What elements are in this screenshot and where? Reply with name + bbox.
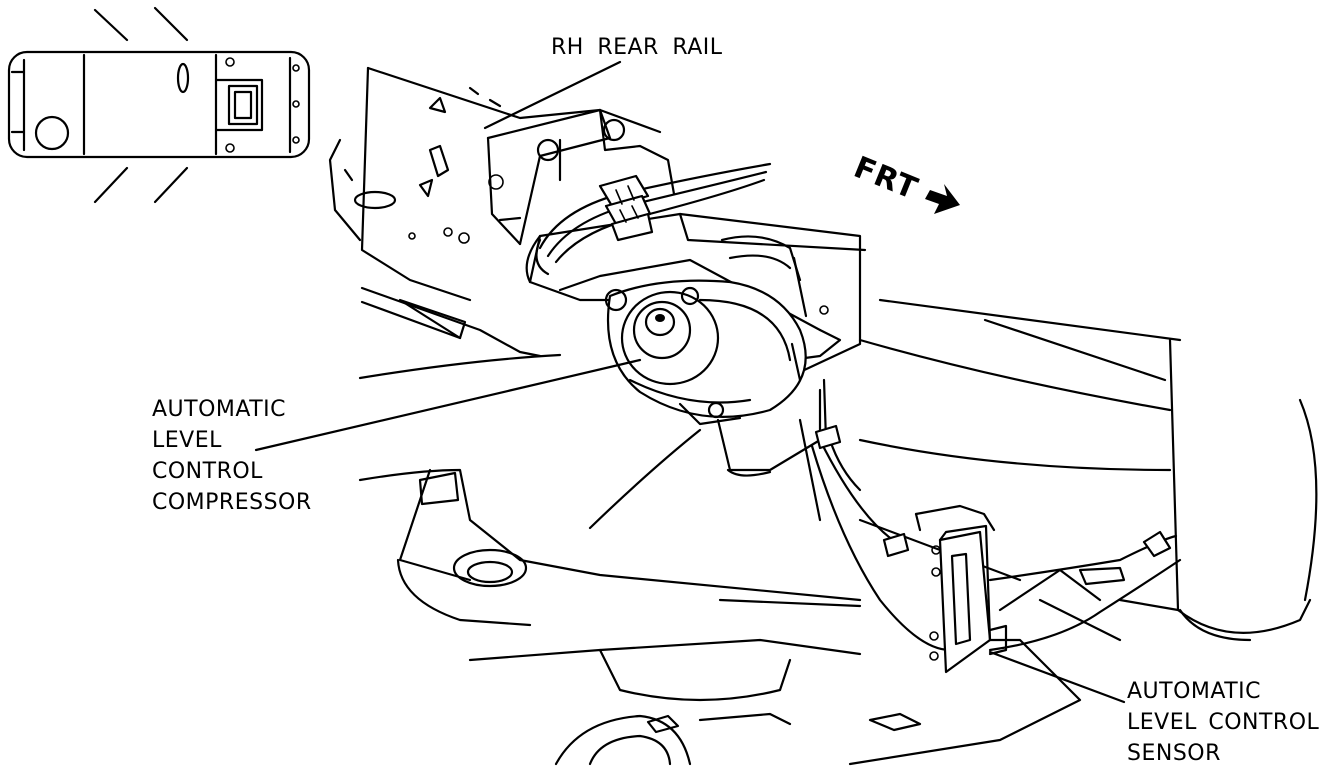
front-arrow-icon	[925, 184, 960, 214]
sensor-leader-line	[988, 650, 1126, 704]
vehicle-top-view-icon	[7, 6, 311, 204]
sensor-label-line-2: LEVEL CONTROL	[1127, 710, 1320, 735]
sensor-label-line-1: AUTOMATIC	[1127, 679, 1262, 704]
level-sensor	[914, 504, 1008, 674]
rail-label: RH REAR RAIL	[551, 35, 723, 60]
compressor-label-line-2: LEVEL	[152, 428, 222, 453]
compressor-label-line-1: AUTOMATIC	[152, 397, 287, 422]
body-structure	[328, 66, 1318, 766]
leader-lines	[254, 60, 1126, 704]
wiring-harness	[535, 162, 1182, 652]
sensor-label: AUTOMATIC LEVEL CONTROL SENSOR	[1127, 676, 1319, 769]
compressor-label: AUTOMATIC LEVEL CONTROL COMPRESSOR	[152, 394, 312, 518]
compressor-label-line-4: COMPRESSOR	[152, 490, 312, 515]
rail-leader-line	[483, 60, 622, 130]
compressor-leader-line	[254, 358, 642, 452]
compressor-label-line-3: CONTROL	[152, 459, 263, 484]
compressor-assembly	[525, 108, 867, 477]
sensor-label-line-3: SENSOR	[1127, 741, 1221, 766]
